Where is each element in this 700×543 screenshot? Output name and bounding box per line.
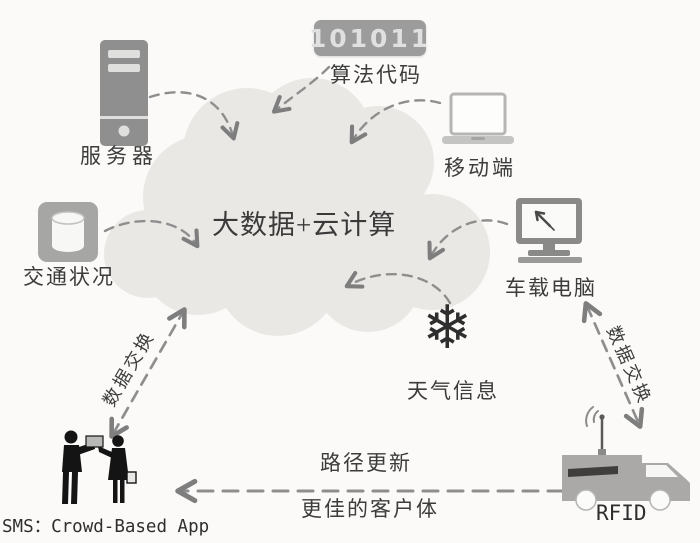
better-customer-label: 更佳的客户体	[301, 497, 439, 521]
route-update-label: 路径更新	[320, 451, 412, 475]
arrow-code-to-cloud	[271, 65, 331, 114]
weather-label: 天气信息	[407, 379, 499, 403]
arrow-weather-to-cloud	[344, 271, 452, 305]
server-label: 服务器	[80, 144, 158, 168]
vehicle-computer-label: 车载电脑	[505, 276, 597, 300]
mobile-label: 移动端	[444, 156, 516, 180]
database-icon	[38, 202, 98, 262]
laptop-icon	[442, 92, 514, 144]
snowflake-icon: ❄	[422, 293, 473, 363]
traffic-label: 交通状况	[23, 265, 115, 289]
server-icon	[100, 40, 148, 146]
arrow-laptop-to-cloud	[349, 99, 442, 145]
arrow-server-to-cloud	[148, 91, 240, 141]
people-exchange-icon	[62, 430, 137, 504]
arrow-vehicle-to-cloud	[427, 219, 509, 261]
arrow-left-data-exchange	[109, 307, 187, 439]
binary-code-badge: 101011	[309, 20, 428, 56]
cloud-title: 大数据+云计算	[212, 210, 397, 240]
arrow-traffic-to-cloud	[103, 219, 200, 249]
delivery-truck-icon	[562, 406, 690, 511]
arrow-right-data-exchange	[581, 301, 645, 429]
crowd-app-label: SMS：Crowd-Based App	[2, 517, 210, 537]
rfid-label: RFID	[596, 501, 647, 525]
desktop-computer-icon	[516, 198, 582, 263]
algorithm-label: 算法代码	[330, 63, 422, 87]
